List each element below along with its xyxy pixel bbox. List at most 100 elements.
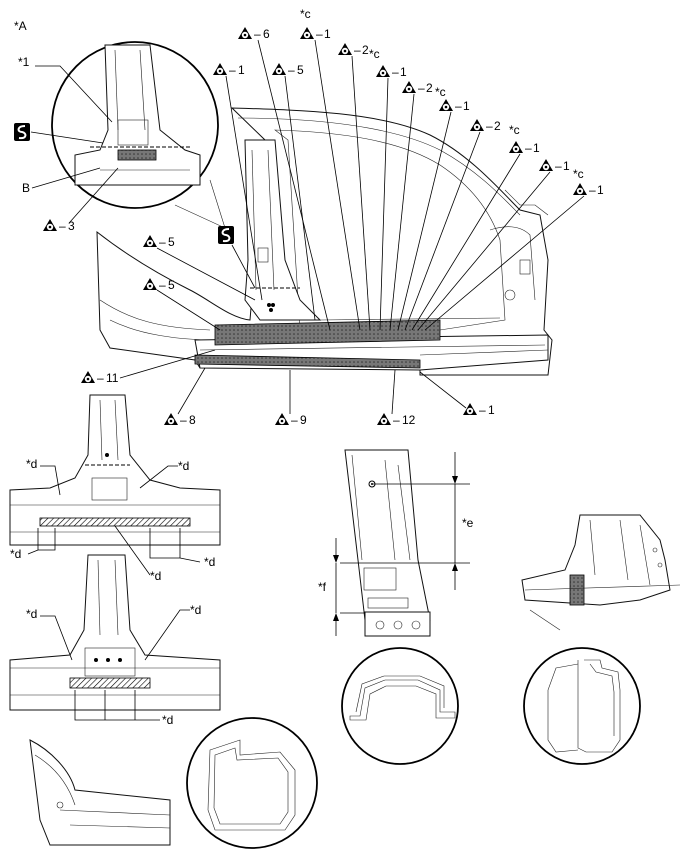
svg-text:8: 8 bbox=[189, 413, 196, 427]
svg-text:–: – bbox=[555, 159, 562, 173]
svg-text:–: – bbox=[291, 413, 298, 427]
svg-text:–: – bbox=[288, 63, 295, 77]
svg-text:–: – bbox=[393, 413, 400, 427]
view-a-label: *A bbox=[14, 19, 27, 33]
svg-text:–: – bbox=[229, 63, 236, 77]
callout-weld-1: – 1 bbox=[509, 141, 540, 155]
callout-weld-11: – 11 bbox=[81, 371, 119, 385]
svg-text:1: 1 bbox=[463, 99, 470, 113]
callout-weld-1: – 1 bbox=[573, 183, 604, 197]
svg-text:*c: *c bbox=[435, 85, 446, 99]
dimension-view bbox=[344, 449, 431, 637]
d-leader bbox=[27, 528, 56, 555]
svg-text:2: 2 bbox=[494, 119, 501, 133]
svg-text:–: – bbox=[525, 141, 532, 155]
dimension-e: *e bbox=[340, 452, 474, 590]
callout-weld-12: – 12 bbox=[377, 413, 416, 427]
d-label: *d bbox=[204, 555, 215, 569]
d-label: *d bbox=[26, 457, 37, 471]
d-leader bbox=[114, 525, 151, 576]
svg-text:9: 9 bbox=[300, 413, 307, 427]
callout-weld-6: – 6 bbox=[238, 27, 270, 41]
callout-weld-9: – 9 bbox=[275, 413, 307, 427]
callout-weld-2: – 2 *c bbox=[470, 119, 520, 137]
svg-text:–: – bbox=[455, 99, 462, 113]
svg-text:1: 1 bbox=[563, 159, 570, 173]
callout-weld-5: – 5 bbox=[143, 278, 175, 292]
callout-weld-5: – 5 bbox=[143, 235, 175, 249]
svg-text:–: – bbox=[180, 413, 187, 427]
d-label: *d bbox=[10, 547, 21, 561]
svg-text:1: 1 bbox=[238, 63, 245, 77]
callout-weld-1: – 1 *c bbox=[539, 159, 584, 181]
b-label: B bbox=[22, 181, 30, 195]
svg-text:–: – bbox=[418, 81, 425, 95]
svg-text:1: 1 bbox=[400, 65, 407, 79]
detail-view-bottom-left bbox=[29, 739, 171, 846]
svg-text:5: 5 bbox=[168, 278, 175, 292]
svg-text:1: 1 bbox=[597, 183, 604, 197]
leader-lines bbox=[69, 39, 585, 415]
svg-text:*c: *c bbox=[509, 123, 520, 137]
dimension-f: *f bbox=[318, 538, 365, 636]
d-leader bbox=[139, 465, 178, 489]
callout-weld-1: – 1 bbox=[376, 65, 407, 79]
svg-text:–: – bbox=[59, 219, 66, 233]
s-icon-leader bbox=[30, 131, 104, 144]
d-leader bbox=[74, 690, 160, 721]
d-leader bbox=[40, 615, 73, 661]
d-label: *d bbox=[178, 459, 189, 473]
sectioning-s-icon bbox=[218, 226, 234, 244]
section-circle-2 bbox=[341, 647, 459, 765]
svg-text:–: – bbox=[486, 119, 493, 133]
star1-label: *1 bbox=[18, 55, 30, 69]
svg-text:12: 12 bbox=[402, 413, 416, 427]
detail-view-d-lower bbox=[9, 554, 221, 711]
s-icon-leader bbox=[231, 244, 256, 289]
d-leader bbox=[144, 609, 190, 661]
d-label: *d bbox=[190, 603, 201, 617]
sectioning-s-icon bbox=[14, 123, 30, 141]
svg-text:6: 6 bbox=[263, 27, 270, 41]
svg-text:5: 5 bbox=[297, 63, 304, 77]
svg-text:–: – bbox=[159, 278, 166, 292]
callout-weld-2: – 2 *c bbox=[338, 43, 380, 61]
svg-text:*c: *c bbox=[573, 167, 584, 181]
svg-text:–: – bbox=[392, 65, 399, 79]
callout-weld-3: – 3 bbox=[43, 219, 75, 233]
star1-leader bbox=[35, 65, 113, 123]
detail-magnifier bbox=[51, 41, 226, 229]
d-label: *d bbox=[26, 607, 37, 621]
callout-weld-8: – 8 bbox=[164, 413, 196, 427]
b-leader bbox=[31, 167, 101, 189]
svg-text:3: 3 bbox=[68, 219, 75, 233]
svg-text:2: 2 bbox=[362, 43, 369, 57]
callout-weld-1: – 1 bbox=[439, 99, 470, 113]
svg-text:*f: *f bbox=[318, 580, 327, 594]
svg-text:–: – bbox=[97, 371, 104, 385]
svg-text:–: – bbox=[354, 43, 361, 57]
svg-text:2: 2 bbox=[426, 81, 433, 95]
callout-weld-1: – 1 bbox=[213, 63, 245, 77]
callout-weld-2: – 2 *c bbox=[402, 81, 446, 99]
svg-text:–: – bbox=[159, 235, 166, 249]
svg-text:1: 1 bbox=[324, 27, 331, 41]
d-leader bbox=[40, 465, 61, 496]
svg-text:–: – bbox=[589, 183, 596, 197]
svg-text:–: – bbox=[316, 27, 323, 41]
svg-text:*c: *c bbox=[369, 47, 380, 61]
body-side-outline bbox=[96, 107, 553, 376]
svg-text:*e: *e bbox=[462, 516, 474, 530]
svg-text:1: 1 bbox=[488, 403, 495, 417]
d-label: *d bbox=[150, 569, 161, 583]
d-label: *d bbox=[162, 713, 173, 727]
svg-text:11: 11 bbox=[106, 371, 119, 385]
d-leader bbox=[149, 528, 201, 563]
right-detail-view bbox=[521, 514, 681, 631]
svg-text:5: 5 bbox=[168, 235, 175, 249]
detail-view-d-upper bbox=[9, 394, 221, 546]
svg-text:–: – bbox=[254, 27, 261, 41]
svg-text:*c: *c bbox=[300, 7, 311, 21]
section-circle-1 bbox=[186, 717, 318, 849]
